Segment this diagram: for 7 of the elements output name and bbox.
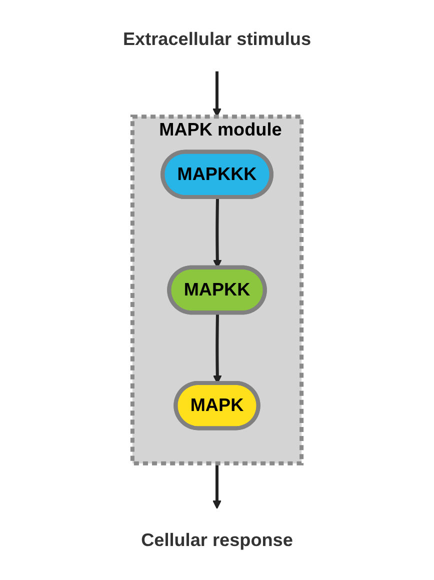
- arrow: [212, 463, 222, 510]
- node-text: Cellular response: [141, 530, 293, 550]
- arrow: [212, 313, 222, 384]
- node-text: Extracellular stimulus: [122, 29, 312, 50]
- arrow: [212, 71, 222, 117]
- arrow: [212, 198, 222, 268]
- cluster: [130, 114, 304, 466]
